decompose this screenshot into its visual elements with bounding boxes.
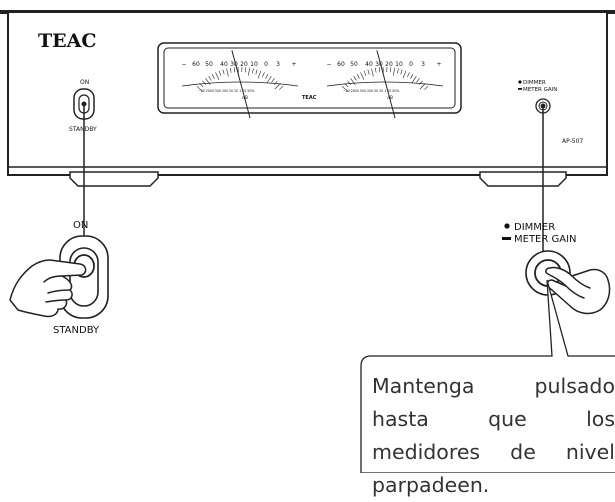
- meter-tick: [393, 68, 394, 76]
- meter-scale-label: +: [436, 61, 441, 68]
- meter-scale-label: +: [291, 61, 296, 68]
- meter-tick: [245, 67, 246, 72]
- meter-sub-scale: −20 2000 500 200 50 20 1 10 50%: [343, 89, 399, 93]
- leader-dot-dimmer: [541, 104, 546, 109]
- meter-tick: [390, 67, 391, 72]
- power-switch-detail: ON STANDBY: [10, 220, 108, 336]
- panel-dimmer-label: DIMMER: [523, 80, 546, 86]
- meter-tick: [267, 76, 271, 83]
- detail-meter-gain-label: METER GAIN: [514, 234, 577, 245]
- meter-scale-label: 10: [250, 61, 258, 68]
- meter-tick: [351, 78, 356, 84]
- meter-scale-label: 40: [365, 61, 373, 68]
- meter-scale-label: −: [181, 61, 186, 68]
- right-foot: [480, 172, 566, 186]
- meter-scale-label: 10: [395, 61, 403, 68]
- meter-tick: [407, 72, 409, 77]
- panel-standby-label: STANDBY: [69, 126, 97, 133]
- detail-standby-label: STANDBY: [53, 325, 100, 336]
- meter-window-outer: [158, 43, 461, 113]
- meter-tick: [411, 74, 413, 78]
- meter-tick: [266, 74, 268, 78]
- meter-tick: [234, 67, 235, 72]
- meter-scale-label: 20: [385, 61, 393, 68]
- meter-tick: [424, 86, 428, 89]
- meter-tick: [262, 72, 264, 77]
- meter-tick: [206, 78, 211, 84]
- meter-scale-label: 0: [264, 61, 268, 68]
- meter-tick: [401, 70, 402, 75]
- model-label: AP-507: [562, 138, 583, 145]
- detail-meter-gain-dash-icon: [502, 237, 511, 240]
- meter-scale-label: 60: [192, 61, 200, 68]
- meter-tick: [256, 70, 257, 75]
- meter-scale-label: 50: [350, 61, 358, 68]
- meter-tick: [420, 83, 426, 89]
- meter-tick: [357, 74, 359, 78]
- brand-logo: TEAC: [38, 30, 96, 52]
- meter-tick: [230, 68, 231, 73]
- meter-tick: [397, 69, 398, 74]
- pressing-hand-icon-right: [546, 267, 610, 313]
- detail-on-label: ON: [73, 220, 88, 231]
- meter-tick: [275, 83, 281, 89]
- panel-outline: [8, 13, 607, 175]
- meter-gain-dash-icon: [518, 88, 522, 90]
- meter-tick: [227, 69, 229, 77]
- dimmer-dot-icon: [518, 80, 521, 83]
- meter-scale-label: 60: [337, 61, 345, 68]
- meter-tick: [252, 69, 253, 74]
- meter-tick: [364, 71, 366, 76]
- meter-tick: [403, 71, 406, 78]
- leader-dot-power: [82, 102, 87, 107]
- meter-sub-scale: −20 2000 500 200 50 20 1 10 50%: [198, 89, 254, 93]
- meter-tick: [417, 78, 420, 82]
- panel-top-edge: [0, 10, 615, 13]
- meter-scale-label: 0: [409, 61, 413, 68]
- meter-scale-label: 40: [220, 61, 228, 68]
- meter-tick: [248, 68, 249, 76]
- meter-brand: TEAC: [302, 95, 317, 101]
- meter-scale-label: 20: [240, 61, 248, 68]
- meter-tick: [279, 86, 283, 89]
- panel-meter-gain-label: METER GAIN: [523, 87, 557, 93]
- meter-scale-label: 3: [421, 61, 425, 68]
- panel-on-label: ON: [80, 79, 89, 86]
- meter-tick: [354, 76, 357, 80]
- dimmer-button-detail: DIMMER METER GAIN: [502, 222, 610, 313]
- meter-tick: [212, 74, 214, 78]
- meter-scale-label: 50: [205, 61, 213, 68]
- callout-text: Mantenga pulsado hasta que los medidores…: [372, 370, 615, 502]
- meter-tick: [219, 71, 221, 76]
- meter-tick: [272, 78, 275, 82]
- meter-tick: [258, 71, 261, 78]
- meter-tick: [412, 76, 416, 83]
- meter-tick: [372, 69, 374, 77]
- detail-dimmer-label: DIMMER: [514, 222, 555, 233]
- meter-tick: [368, 70, 369, 75]
- meter-tick: [361, 72, 364, 79]
- meter-tick: [209, 76, 212, 80]
- left-foot: [70, 172, 158, 186]
- meter-tick: [216, 72, 219, 79]
- meter-tick: [379, 67, 380, 72]
- meter-tick: [223, 70, 224, 75]
- meter-scale-label: 3: [276, 61, 280, 68]
- detail-dimmer-dot-icon: [504, 223, 509, 228]
- meter-scale-label: −: [326, 61, 331, 68]
- meter-tick: [375, 68, 376, 73]
